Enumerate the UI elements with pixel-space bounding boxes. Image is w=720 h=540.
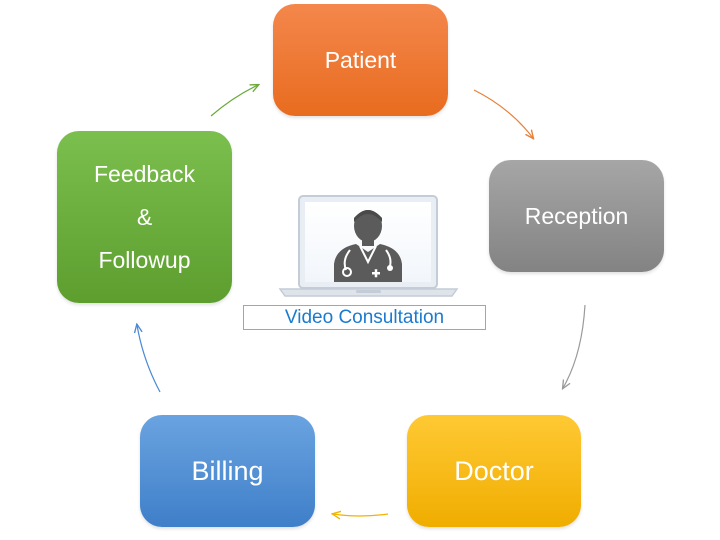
node-patient: Patient xyxy=(273,4,448,116)
node-reception-label: Reception xyxy=(524,202,629,229)
node-feedback-followup: Feedback & Followup xyxy=(57,131,232,303)
node-billing-label: Billing xyxy=(191,455,264,486)
arrow-feedback-to-patient xyxy=(210,85,258,117)
video-consultation-label: Video Consultation xyxy=(243,305,486,330)
arrow-doctor-to-billing xyxy=(333,514,389,516)
arrow-reception-to-doctor xyxy=(563,304,586,388)
node-doctor-label: Doctor xyxy=(454,455,534,486)
node-patient-label: Patient xyxy=(324,46,397,73)
doctor-on-laptop-icon xyxy=(278,195,459,297)
arrow-billing-to-feedback xyxy=(137,325,161,393)
node-reception: Reception xyxy=(489,160,664,272)
doctor-avatar-icon xyxy=(334,210,402,282)
node-feedback-label-line1: Feedback xyxy=(93,160,195,187)
arrow-patient-to-reception xyxy=(473,89,533,138)
node-feedback-label-line2: & xyxy=(136,203,153,230)
node-doctor: Doctor xyxy=(407,415,581,527)
node-feedback-label-line3: Followup xyxy=(98,246,191,273)
node-billing: Billing xyxy=(140,415,315,527)
video-consultation-text: Video Consultation xyxy=(284,306,445,328)
